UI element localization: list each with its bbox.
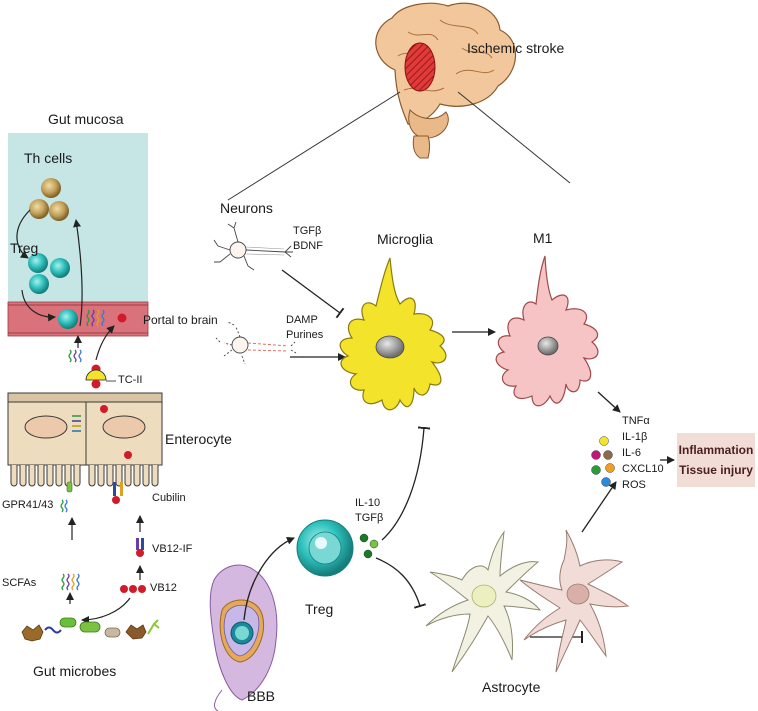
gpr-label: GPR41/43 bbox=[2, 499, 54, 511]
treg-cell-brain bbox=[296, 519, 354, 577]
brain-illustration bbox=[375, 2, 517, 159]
portal-to-brain-label: Portal to brain bbox=[143, 313, 218, 327]
ischemic-stroke-label: Ischemic stroke bbox=[467, 40, 565, 56]
outcome-inflammation: Inflammation bbox=[678, 443, 754, 457]
portal-to-th-arrow bbox=[73, 219, 83, 327]
enterocyte-label: Enterocyte bbox=[165, 431, 232, 447]
m1-microglia-cell bbox=[495, 255, 599, 407]
mediator-cxcl10: CXCL10 bbox=[622, 463, 664, 475]
cubilin-label: Cubilin bbox=[152, 492, 186, 504]
vb12-label: VB12 bbox=[150, 582, 177, 594]
scfa-molecules-lamina bbox=[68, 349, 82, 363]
mediator-ros: ROS bbox=[622, 479, 646, 491]
scfa-molecules-portal bbox=[86, 309, 105, 327]
neuron-damaged bbox=[215, 321, 297, 365]
microglia-cell bbox=[339, 257, 447, 411]
vb12-molecule-portal bbox=[117, 313, 127, 323]
il10-label: IL-10 bbox=[355, 497, 381, 509]
ischemic-lesion bbox=[404, 42, 436, 92]
outcome-box: Inflammation Tissue injury bbox=[677, 433, 755, 487]
neuron-healthy bbox=[213, 221, 293, 271]
purines-label: Purines bbox=[286, 329, 324, 341]
bdnf-label: BDNF bbox=[293, 240, 323, 252]
bbb-vessel bbox=[209, 564, 278, 711]
treg-cells-gut bbox=[28, 253, 78, 329]
bbb-label: BBB bbox=[247, 688, 276, 704]
damp-label: DAMP bbox=[286, 314, 318, 326]
astrocyte-reactive bbox=[519, 529, 630, 673]
vb12-if-complex bbox=[136, 538, 144, 557]
microglia-label: Microglia bbox=[377, 231, 434, 247]
zoom-line-left bbox=[227, 91, 401, 201]
tgfb-label-2: TGFβ bbox=[355, 512, 384, 524]
th-to-treg-arrow bbox=[16, 209, 31, 259]
astrocyte-to-mediators-arrow bbox=[581, 481, 617, 533]
tc-ii-complex bbox=[85, 364, 116, 389]
mediator-il1b: IL-1β bbox=[622, 431, 648, 443]
astrocyte-label: Astrocyte bbox=[482, 679, 541, 695]
neurons-label: Neurons bbox=[220, 200, 273, 216]
scfa-molecules bbox=[61, 573, 80, 591]
treg-gut-label: Treg bbox=[10, 240, 39, 256]
gut-mucosa-label: Gut mucosa bbox=[48, 111, 124, 127]
th-cells-label: Th cells bbox=[24, 150, 73, 166]
tgfb-bdnf-inhibit-arrow bbox=[281, 269, 345, 319]
vb12-up-arrow bbox=[95, 325, 115, 361]
bbb-to-treg-arrow bbox=[243, 537, 295, 621]
outcome-tissue-injury: Tissue injury bbox=[679, 463, 753, 477]
m1-to-mediators-arrow bbox=[597, 391, 621, 413]
zoom-line-right bbox=[457, 91, 571, 184]
enterocyte-cells bbox=[7, 392, 163, 504]
treg-brain-label: Treg bbox=[305, 601, 334, 617]
il10-tgfb-dots bbox=[359, 533, 379, 559]
tgfb-label-1: TGFβ bbox=[293, 225, 322, 237]
gpr-molecules bbox=[60, 499, 68, 513]
treg-inhibit-microglia-arrow bbox=[381, 426, 431, 541]
vb12-to-microbes-arrow bbox=[81, 597, 131, 624]
treg-inhibit-astrocyte-arrow bbox=[375, 557, 427, 609]
gut-microbes bbox=[21, 617, 160, 642]
mediator-il6: IL-6 bbox=[622, 447, 641, 459]
vb12-molecules bbox=[120, 585, 146, 593]
treg-to-portal-arrow bbox=[21, 289, 56, 322]
gut-microbes-label: Gut microbes bbox=[33, 663, 117, 679]
th-cells bbox=[29, 178, 69, 221]
mediator-tnfa: TNFα bbox=[622, 415, 650, 427]
tc-ii-label: TC-II bbox=[118, 374, 143, 386]
m1-label: M1 bbox=[533, 230, 553, 246]
mediator-dots bbox=[591, 436, 615, 487]
scfas-label: SCFAs bbox=[2, 577, 37, 589]
vb12-if-label: VB12-IF bbox=[152, 543, 193, 555]
astrocyte-resting bbox=[425, 530, 542, 673]
